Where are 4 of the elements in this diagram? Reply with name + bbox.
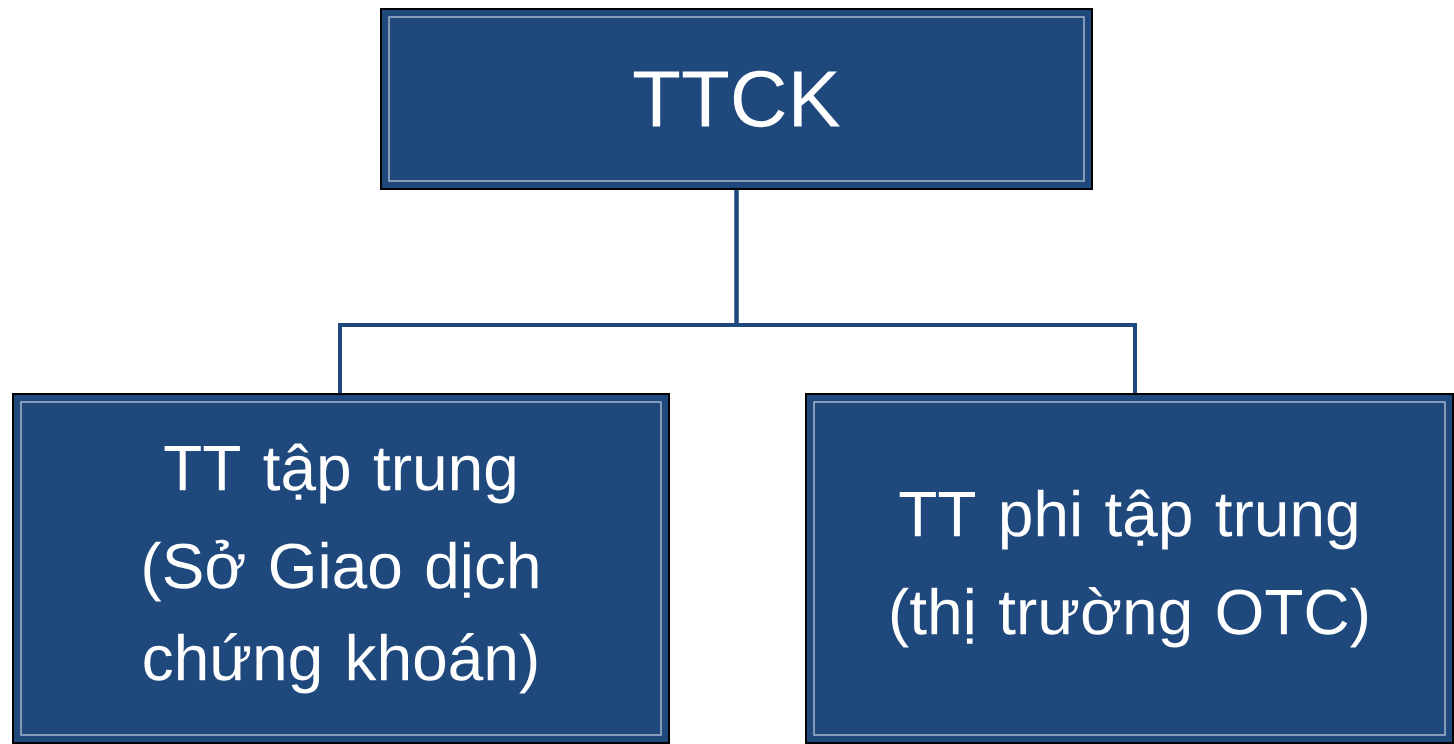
box: TT tập trung (Sở Giao dịch chứng khoán) bbox=[12, 393, 670, 744]
box: TTCK bbox=[380, 8, 1093, 190]
connector-line bbox=[734, 190, 1137, 393]
box: TT phi tập trung (thị trường OTC) bbox=[805, 393, 1454, 744]
